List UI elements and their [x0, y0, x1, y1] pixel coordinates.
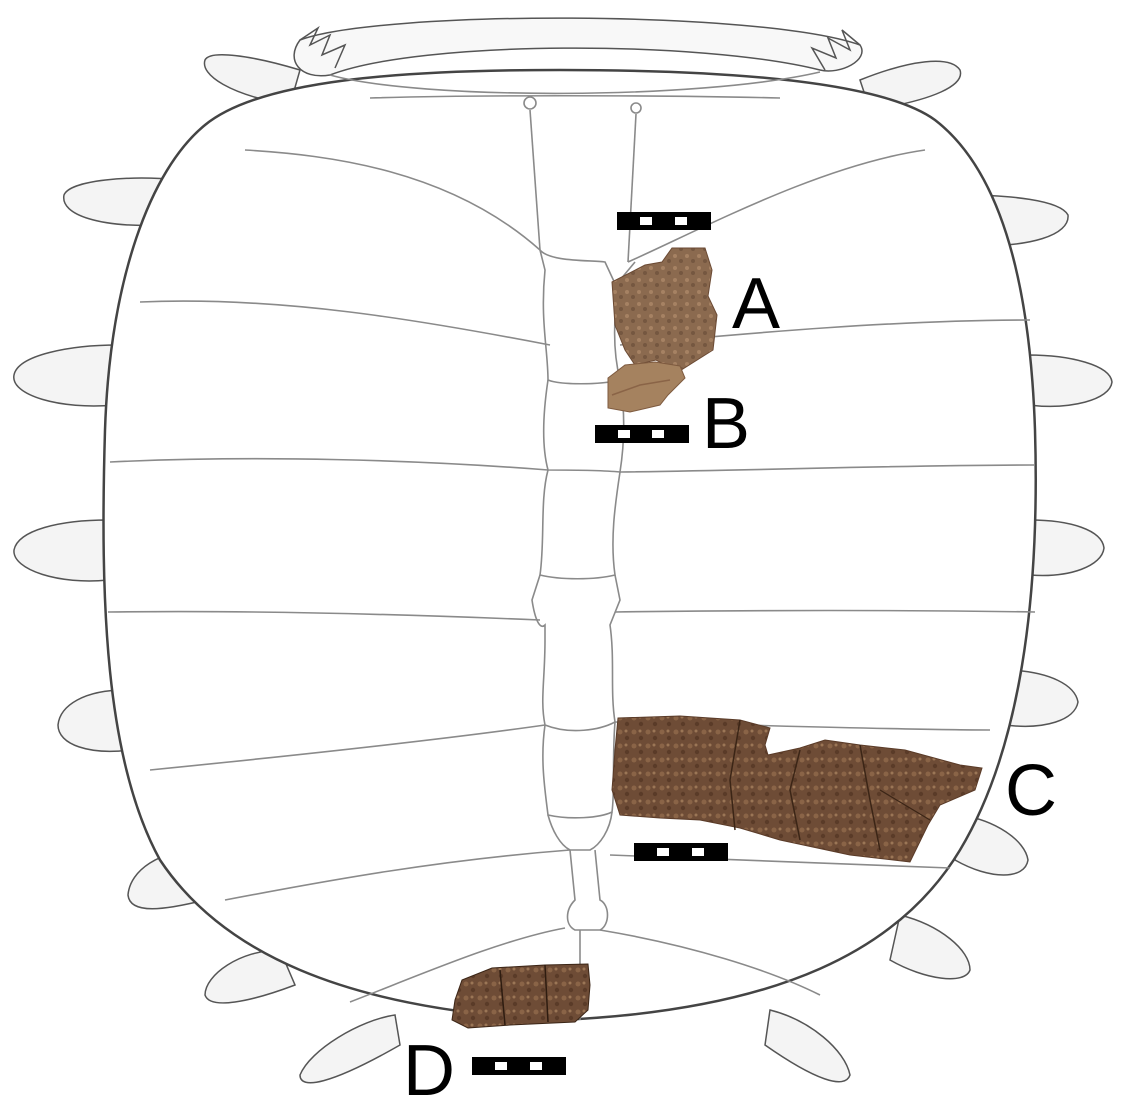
label-c: C — [1005, 751, 1057, 831]
limb-left-3 — [14, 345, 118, 406]
nuchal-frill — [294, 18, 862, 76]
scale-bar-b — [595, 425, 689, 443]
scale-bar-c — [634, 843, 728, 861]
limb-right-8 — [765, 1010, 850, 1082]
limb-left-8 — [300, 1015, 400, 1083]
label-d: D — [403, 1031, 455, 1111]
scale-bar-a — [617, 212, 711, 230]
label-a: A — [732, 264, 780, 344]
limb-right-7 — [890, 915, 970, 979]
label-b: B — [702, 384, 750, 464]
shell-outline — [104, 70, 1036, 1020]
scale-bar-d — [472, 1057, 566, 1075]
limb-right-3 — [1028, 355, 1112, 406]
limb-right-4 — [1030, 520, 1104, 575]
limb-left-4 — [14, 520, 108, 581]
